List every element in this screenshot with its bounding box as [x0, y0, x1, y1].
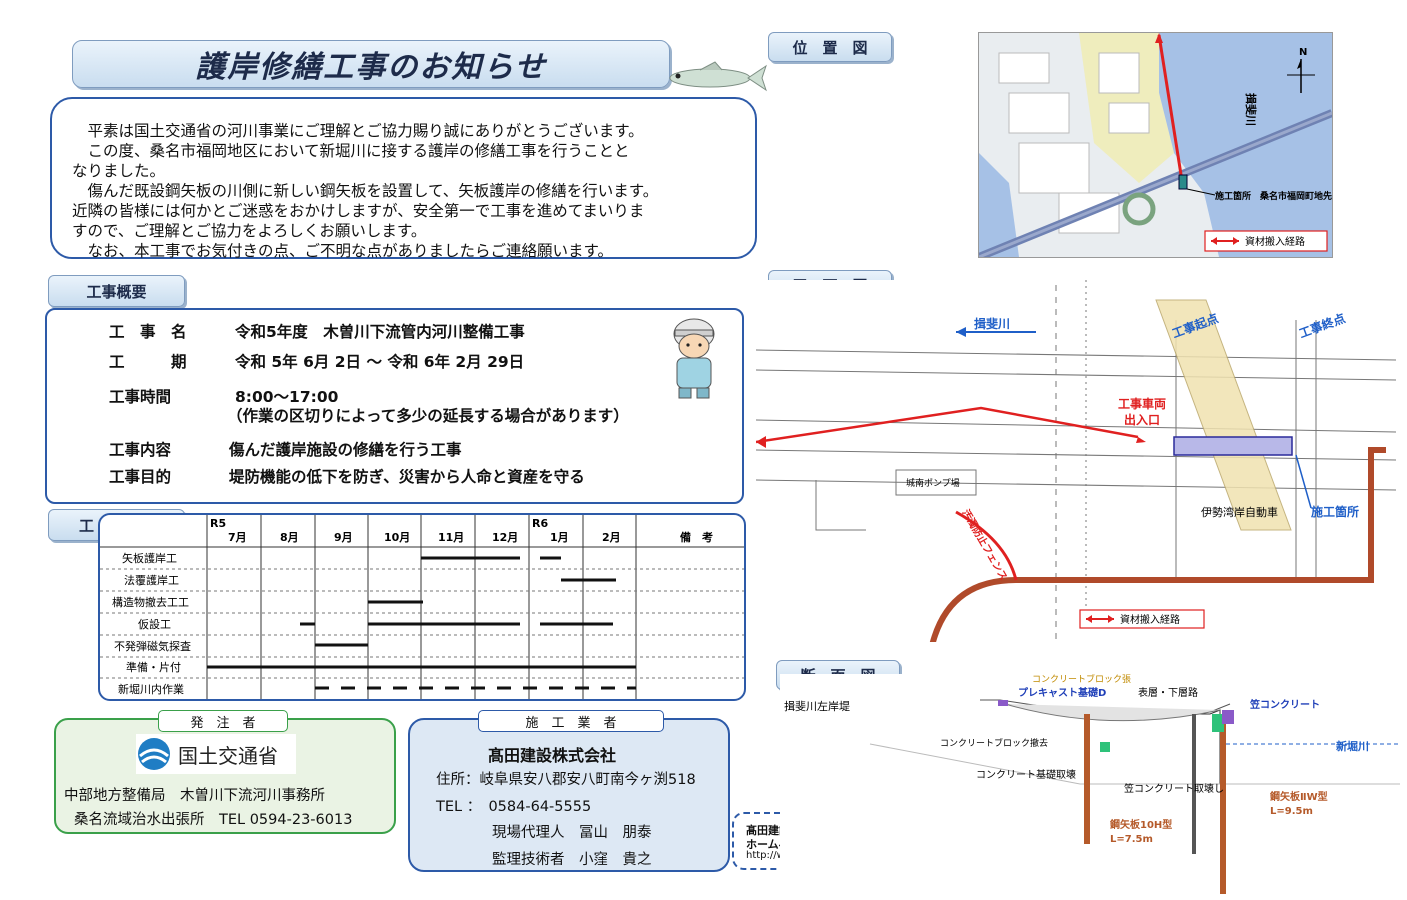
section-foundation-remove-label: コンクリート基礎取壊 [976, 768, 1076, 781]
schedule-chart: R5 R6 7月 8月 9月 10月 11月 12月 1月 2月 備 考 [100, 515, 744, 699]
orderer-line-2: 桑名流域治水出張所 TEL 0594-23-6013 [74, 812, 353, 828]
intro-paragraph-1: 平素は国土交通省の河川事業にご理解とご協力賜り誠にありがとうございます。 [72, 122, 644, 140]
schedule-month-12: 12月 [492, 531, 518, 544]
schedule-month-9: 9月 [334, 531, 353, 544]
overview-heading: 工事概要 [48, 275, 185, 307]
plan-legend-label: 資材搬入経路 [1120, 613, 1180, 626]
contractor-address: 住所：岐阜県安八郡安八町南今ヶ渕518 [436, 772, 696, 788]
section-bank-label: 揖斐川左岸堤 [784, 699, 850, 713]
section-road-label: 表層・下層路 [1138, 686, 1198, 699]
section-river-label: 新堀川 [1336, 739, 1369, 753]
section-block-top-label: コンクリートブロック張 [1032, 674, 1131, 685]
orderer-logo: 国土交通省 [136, 734, 296, 774]
section-precast-label: プレキャスト基礎D [1018, 686, 1106, 699]
schedule-row-label-3: 仮設工 [138, 617, 171, 631]
intro-paragraph-3a: 傷んだ既設鋼矢板の川側に新しい鋼矢板を設置して、矢板護岸の修繕を行います。 [72, 182, 659, 200]
intro-paragraph-3c: すので、ご理解とご協力をよろしくお願いします。 [72, 222, 427, 240]
section-old-pile-label-1: 鋼矢板10H型 [1109, 818, 1172, 831]
plan-site-label: 施工箇所 [1311, 504, 1359, 519]
intro-paragraph-3b: 近隣の皆様には何かとご迷惑をおかけしますが、安全第一で工事を進めてまいりま [72, 202, 645, 220]
orderer-heading: 発 注 者 [158, 710, 288, 732]
schedule-month-11: 11月 [438, 531, 464, 544]
section-cap-remove-label: 笠コンクリート取壊し [1124, 782, 1224, 795]
overview-hours-label: 工事時間 [109, 388, 172, 406]
contractor-company: 髙田建設株式会社 [488, 746, 617, 765]
contractor-engineer: 監理技術者 小窪 貴之 [492, 852, 652, 868]
schedule-year-r6: R6 [532, 517, 548, 530]
section-drawing: 揖斐川左岸堤 コンクリートブロック張 プレキャスト基礎D 表層・下層路 笠コンク… [780, 674, 1400, 900]
schedule-row-label-4: 不発弾磁気探査 [114, 639, 191, 653]
orderer-panel: 国土交通省 中部地方整備局 木曽川下流河川事務所 桑名流域治水出張所 TEL 0… [54, 718, 396, 834]
overview-period-value: 令和 5年 6月 2日 ～ 令和 6年 2月 29日 [235, 353, 525, 371]
title-banner: 護岸修繕工事のお知らせ [72, 40, 670, 88]
overview-content-label: 工事内容 [109, 441, 172, 459]
plan-entrance-line-2: 出入口 [1124, 412, 1160, 427]
intro-paragraph-4: なお、本工事でお気付きの点、ご不明な点がありましたらご連絡願います。 [72, 242, 613, 260]
overview-content-value: 傷んだ護岸施設の修繕を行う工事 [229, 441, 462, 459]
worker-illustration [673, 318, 715, 399]
schedule-row-label-0: 矢板護岸工 [122, 551, 177, 565]
overview-hours-note: （作業の区切りによって多少の延長する場合があります） [227, 407, 629, 425]
intro-paragraph-2a: この度、桑名市福岡地区において新堀川に接する護岸の修繕工事を行うことと [72, 142, 630, 160]
schedule-month-1: 1月 [550, 531, 569, 544]
overview-name-label: 工 事 名 [109, 323, 187, 341]
contractor-panel: 髙田建設株式会社 住所：岐阜県安八郡安八町南今ヶ渕518 TEL ： 0584-… [408, 718, 730, 872]
intro-panel: 平素は国土交通省の河川事業にご理解とご協力賜り誠にありがとうございます。 この度… [50, 97, 757, 260]
overview-purpose-label: 工事目的 [109, 468, 172, 486]
overview-hours-value: 8:00～17:00 [235, 388, 339, 406]
plan-map: 揖斐川 工事起点 工事終点 工事車両 出入口 汚濁防止フェンス 施工箇所 伊勢湾… [756, 280, 1396, 642]
plan-river-label: 揖斐川 [974, 316, 1010, 331]
schedule-row-label-6: 新堀川内作業 [118, 682, 184, 696]
north-arrow-icon [1287, 59, 1315, 93]
section-block-remove-label: コンクリートブロック撤去 [940, 737, 1048, 749]
schedule-panel: R5 R6 7月 8月 9月 10月 11月 12月 1月 2月 備 考 [98, 513, 746, 701]
schedule-row-label-1: 法覆護岸工 [124, 573, 179, 587]
schedule-row-label-5: 準備・片付 [126, 660, 181, 674]
contractor-heading: 施 工 業 者 [478, 710, 664, 732]
schedule-month-8: 8月 [280, 531, 299, 544]
location-river-label: 揖斐川 [1244, 93, 1258, 126]
schedule-year-r5: R5 [210, 517, 226, 530]
intro-paragraph-2b: なりました。 [72, 162, 166, 180]
mlit-logo-icon [138, 738, 170, 770]
plan-pump-label: 城南ポンプ場 [906, 477, 960, 489]
overview-panel: 工 事 名 令和5年度 木曽川下流管内河川整備工事 工 期 令和 5年 6月 2… [45, 308, 744, 504]
location-site-label: 施工箇所 桑名市福岡町地先 [1215, 190, 1332, 202]
section-cap-label: 笠コンクリート [1249, 698, 1320, 711]
schedule-month-10: 10月 [384, 531, 410, 544]
overview-period-label: 工 期 [109, 353, 187, 371]
schedule-month-2: 2月 [602, 531, 621, 544]
page-title: 護岸修繕工事のお知らせ [195, 50, 547, 85]
schedule-remarks: 備 考 [680, 530, 713, 544]
section-old-pile-label-2: L=7.5m [1110, 834, 1153, 845]
overview-name-value: 令和5年度 木曽川下流管内河川整備工事 [235, 323, 525, 341]
location-legend-label: 資材搬入経路 [1245, 235, 1305, 248]
overview-purpose-value: 堤防機能の低下を防ぎ、災害から人命と資産を守る [229, 468, 585, 486]
schedule-month-7: 7月 [228, 531, 247, 544]
section-new-pile-label-2: L=9.5m [1270, 806, 1313, 817]
fish-icon [669, 61, 767, 92]
plan-entrance-line-1: 工事車両 [1118, 396, 1166, 411]
location-north-label: N [1299, 47, 1307, 58]
contractor-tel: TEL ： 0584-64-5555 [436, 799, 592, 815]
location-map: 揖斐川 N 施工箇所 桑名市福岡町地先 資材搬入経路 [978, 32, 1333, 258]
plan-highway-label: 伊勢湾岸自動車 [1201, 505, 1278, 519]
section-new-pile-label-1: 鋼矢板ⅡW型 [1269, 790, 1328, 803]
contractor-agent: 現場代理人 冨山 朋泰 [492, 825, 652, 841]
orderer-logo-text: 国土交通省 [178, 743, 278, 768]
orderer-line-1: 中部地方整備局 木曽川下流河川事務所 [64, 788, 325, 804]
location-heading: 位 置 図 [768, 32, 892, 62]
schedule-row-label-2: 構造物撤去工工 [112, 595, 189, 609]
